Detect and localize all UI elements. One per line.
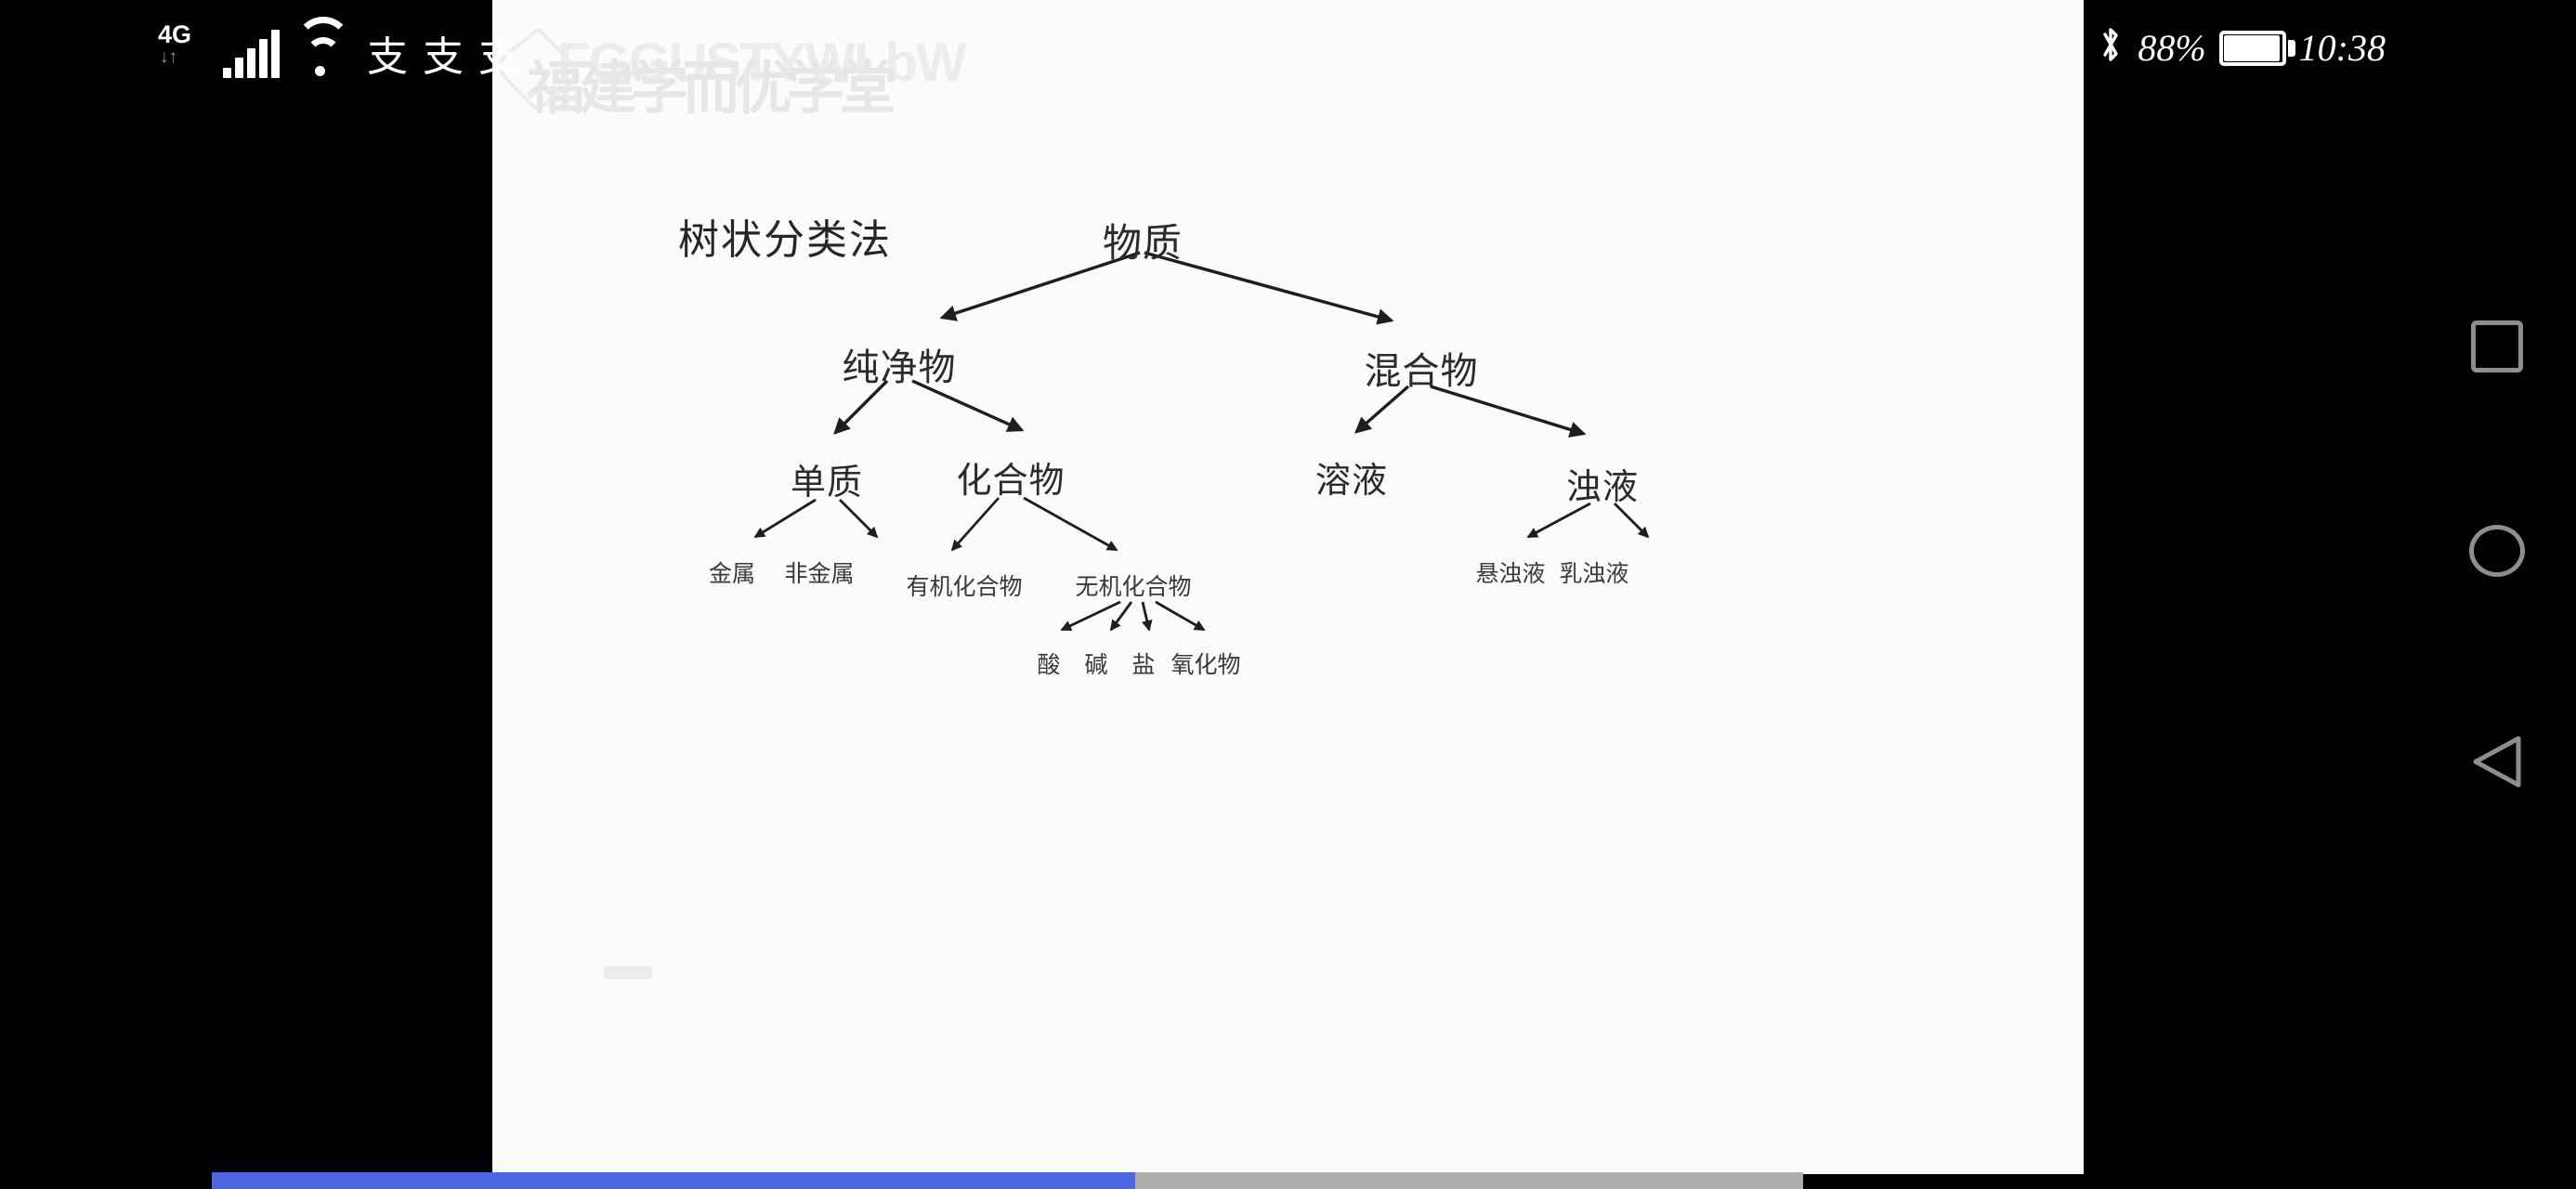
diagram-title: 树状分类法	[678, 216, 892, 264]
back-triangle-icon[interactable]	[2470, 734, 2524, 790]
node-base[interactable]: 碱	[1084, 651, 1108, 678]
node-salt[interactable]: 盐	[1131, 651, 1156, 678]
node-emulsion[interactable]: 乳浊液	[1559, 560, 1629, 587]
node-suspension[interactable]: 悬浊液	[1475, 560, 1546, 587]
node-solution[interactable]: 溶液	[1314, 460, 1389, 501]
android-navigation-bar	[2418, 0, 2576, 1189]
left-letterbox	[0, 0, 492, 1189]
clock-label: 10:38	[2298, 27, 2386, 69]
status-bar-right: 88% 10:38	[2097, 24, 2386, 72]
page-smudge	[604, 966, 652, 979]
node-compound[interactable]: 化合物	[956, 460, 1066, 501]
node-mixture[interactable]: 混合物	[1364, 350, 1479, 393]
battery-icon	[2218, 30, 2295, 66]
battery-percent-label: 88%	[2138, 27, 2206, 69]
node-nonmetal[interactable]: 非金属	[784, 560, 855, 587]
node-organic-compound[interactable]: 有机化合物	[906, 573, 1023, 600]
node-pure-substance[interactable]: 纯净物	[842, 346, 957, 389]
scroll-progress-track[interactable]	[212, 1172, 1803, 1189]
node-acid[interactable]: 酸	[1037, 651, 1061, 678]
recents-square-icon[interactable]	[2471, 320, 2523, 372]
node-oxide[interactable]: 氧化物	[1170, 651, 1241, 678]
scroll-progress-fill[interactable]	[212, 1172, 1135, 1189]
tree-connectors	[753, 251, 1650, 632]
home-circle-icon[interactable]	[2469, 525, 2525, 577]
bluetooth-icon	[2097, 24, 2125, 72]
node-element[interactable]: 单质	[790, 462, 864, 503]
node-inorganic-compound[interactable]: 无机化合物	[1075, 573, 1192, 600]
document-page[interactable]: FGGUSTYWLbW 福建学而优学堂 树状分类法	[492, 0, 2084, 1174]
node-matter[interactable]: 物质	[1102, 220, 1183, 266]
node-turbid-liquid[interactable]: 浊液	[1565, 466, 1640, 507]
node-metal[interactable]: 金属	[708, 560, 756, 587]
